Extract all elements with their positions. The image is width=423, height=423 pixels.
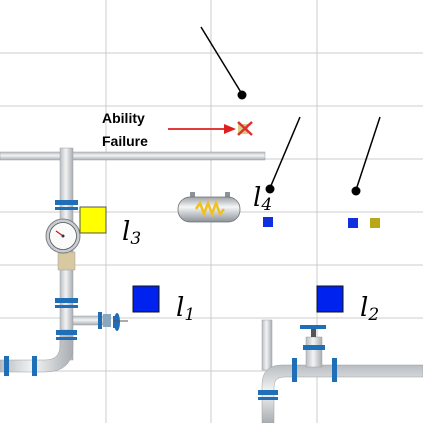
label-l2: l2 <box>360 293 379 325</box>
failure-cross-icon <box>237 121 253 136</box>
l2-marker-square <box>316 285 344 313</box>
bottom-left-elbow-pipe <box>0 329 77 376</box>
horizontal-pipe <box>0 151 266 161</box>
label-l4: l4 <box>253 183 272 215</box>
label-l1: l1 <box>176 293 195 325</box>
annotation-line2: Failure <box>102 133 148 149</box>
elbow-valve-icon <box>300 325 326 368</box>
sensor-pointer-l4 <box>265 116 301 194</box>
l1-marker-square <box>132 285 160 313</box>
sensor-pointer-top <box>200 26 247 100</box>
right-small-square-blue <box>348 218 358 228</box>
hand-valve-icon <box>113 313 128 331</box>
sensor-pointer-right <box>351 116 381 196</box>
failure-arrow <box>168 124 236 134</box>
bottom-right-pipe-assembly <box>258 319 423 423</box>
label-l3: l3 <box>122 217 141 249</box>
heat-exchanger-icon <box>177 192 241 223</box>
right-small-square-olive <box>370 218 380 228</box>
annotation-line1: Ability <box>102 110 145 126</box>
l3-marker-square <box>79 206 107 234</box>
pressure-gauge-icon <box>45 218 81 254</box>
l4-small-square <box>263 217 273 227</box>
